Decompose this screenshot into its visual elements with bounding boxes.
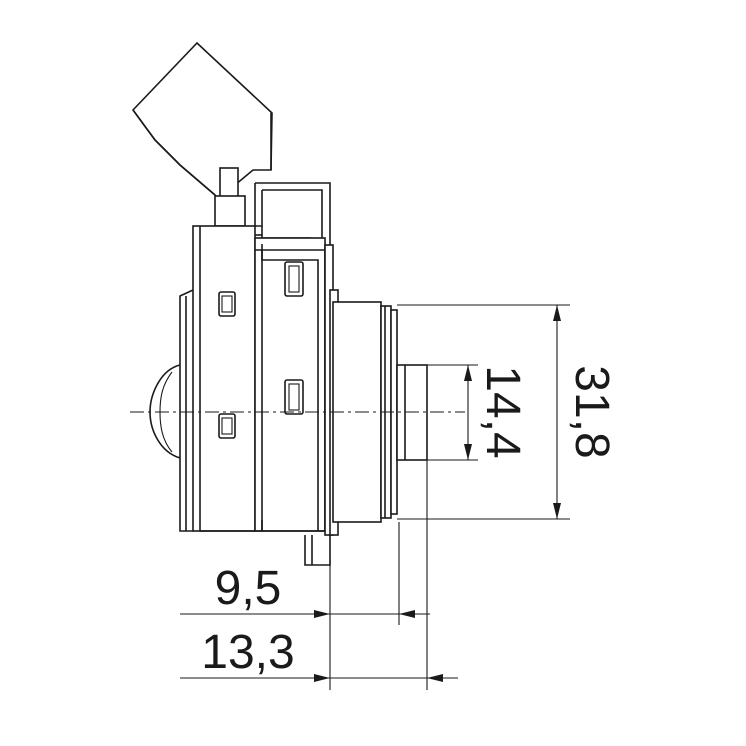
dimension-label-14-4: 14,4 bbox=[476, 365, 529, 458]
lever-tab bbox=[131, 41, 273, 202]
lever-stem bbox=[214, 167, 246, 227]
dimension-label-13-3: 13,3 bbox=[201, 626, 294, 679]
dimension-label-31-8: 31,8 bbox=[565, 365, 618, 458]
middle-housing bbox=[200, 237, 326, 532]
dimension-9-5: 9,5 bbox=[180, 522, 430, 690]
dimension-14-4: 14,4 bbox=[427, 364, 529, 461]
dimension-31-8: 31,8 bbox=[397, 304, 618, 520]
inner-nose bbox=[396, 364, 428, 461]
left-housing bbox=[149, 225, 256, 532]
dimension-label-9-5: 9,5 bbox=[215, 562, 282, 615]
dimension-13-3: 13,3 bbox=[180, 460, 458, 690]
